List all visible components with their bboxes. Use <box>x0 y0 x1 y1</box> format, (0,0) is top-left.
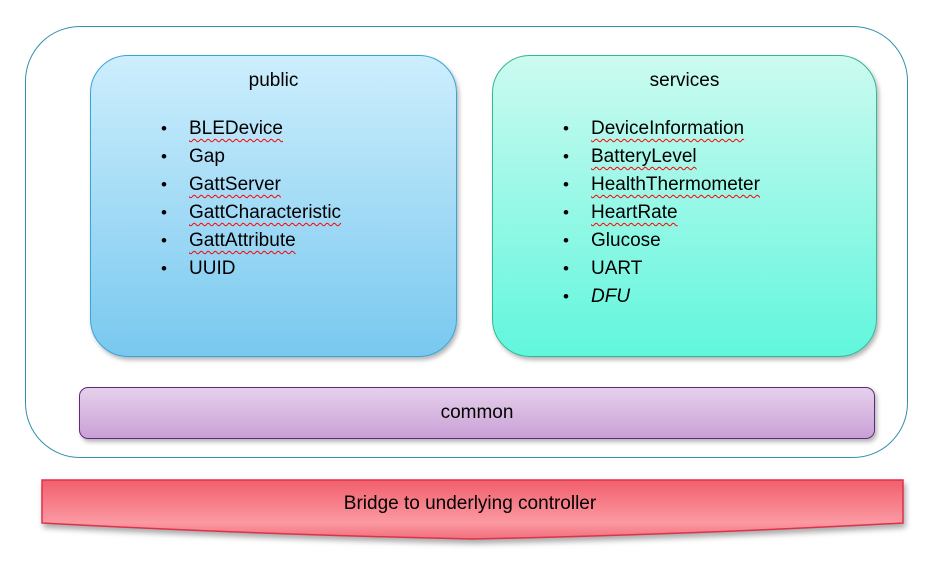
services-box-title: services <box>649 70 720 91</box>
common-bar: common <box>79 387 875 439</box>
list-item-label: Glucose <box>591 230 661 251</box>
list-item-label: UART <box>591 258 643 279</box>
list-item-label: Gap <box>189 146 225 167</box>
list-item: HealthThermometer <box>563 171 876 199</box>
list-item: Gap <box>161 143 456 171</box>
services-box: services DeviceInformationBatteryLevelHe… <box>492 55 877 357</box>
list-item-label: GattServer <box>189 174 281 195</box>
list-item: GattCharacteristic <box>161 199 456 227</box>
list-item-label: GattCharacteristic <box>189 202 342 223</box>
bridge-banner-shape <box>41 479 904 540</box>
list-item: UUID <box>161 255 456 283</box>
list-item: DeviceInformation <box>563 115 876 143</box>
public-class-list: BLEDeviceGapGattServerGattCharacteristic… <box>91 115 456 283</box>
list-item-label: BLEDevice <box>189 118 283 139</box>
list-item-label: BatteryLevel <box>591 146 697 167</box>
list-item: BLEDevice <box>161 115 456 143</box>
public-box-title: public <box>248 70 299 91</box>
list-item: GattServer <box>161 171 456 199</box>
services-class-list: DeviceInformationBatteryLevelHealthTherm… <box>493 115 876 311</box>
list-item-label: HealthThermometer <box>591 174 760 195</box>
list-item-label: UUID <box>189 258 236 279</box>
list-item-label: DFU <box>591 286 631 307</box>
list-item-label: DeviceInformation <box>591 118 745 139</box>
list-item-label: GattAttribute <box>189 230 296 251</box>
list-item-label: HeartRate <box>591 202 678 223</box>
bridge-label: Bridge to underlying controller <box>343 493 597 514</box>
list-item: BatteryLevel <box>563 143 876 171</box>
public-box: public BLEDeviceGapGattServerGattCharact… <box>90 55 457 357</box>
list-item: HeartRate <box>563 199 876 227</box>
common-bar-label: common <box>440 402 514 423</box>
bridge-banner-path <box>41 479 904 540</box>
list-item: UART <box>563 255 876 283</box>
list-item: Glucose <box>563 227 876 255</box>
list-item: DFU <box>563 283 876 311</box>
list-item: GattAttribute <box>161 227 456 255</box>
